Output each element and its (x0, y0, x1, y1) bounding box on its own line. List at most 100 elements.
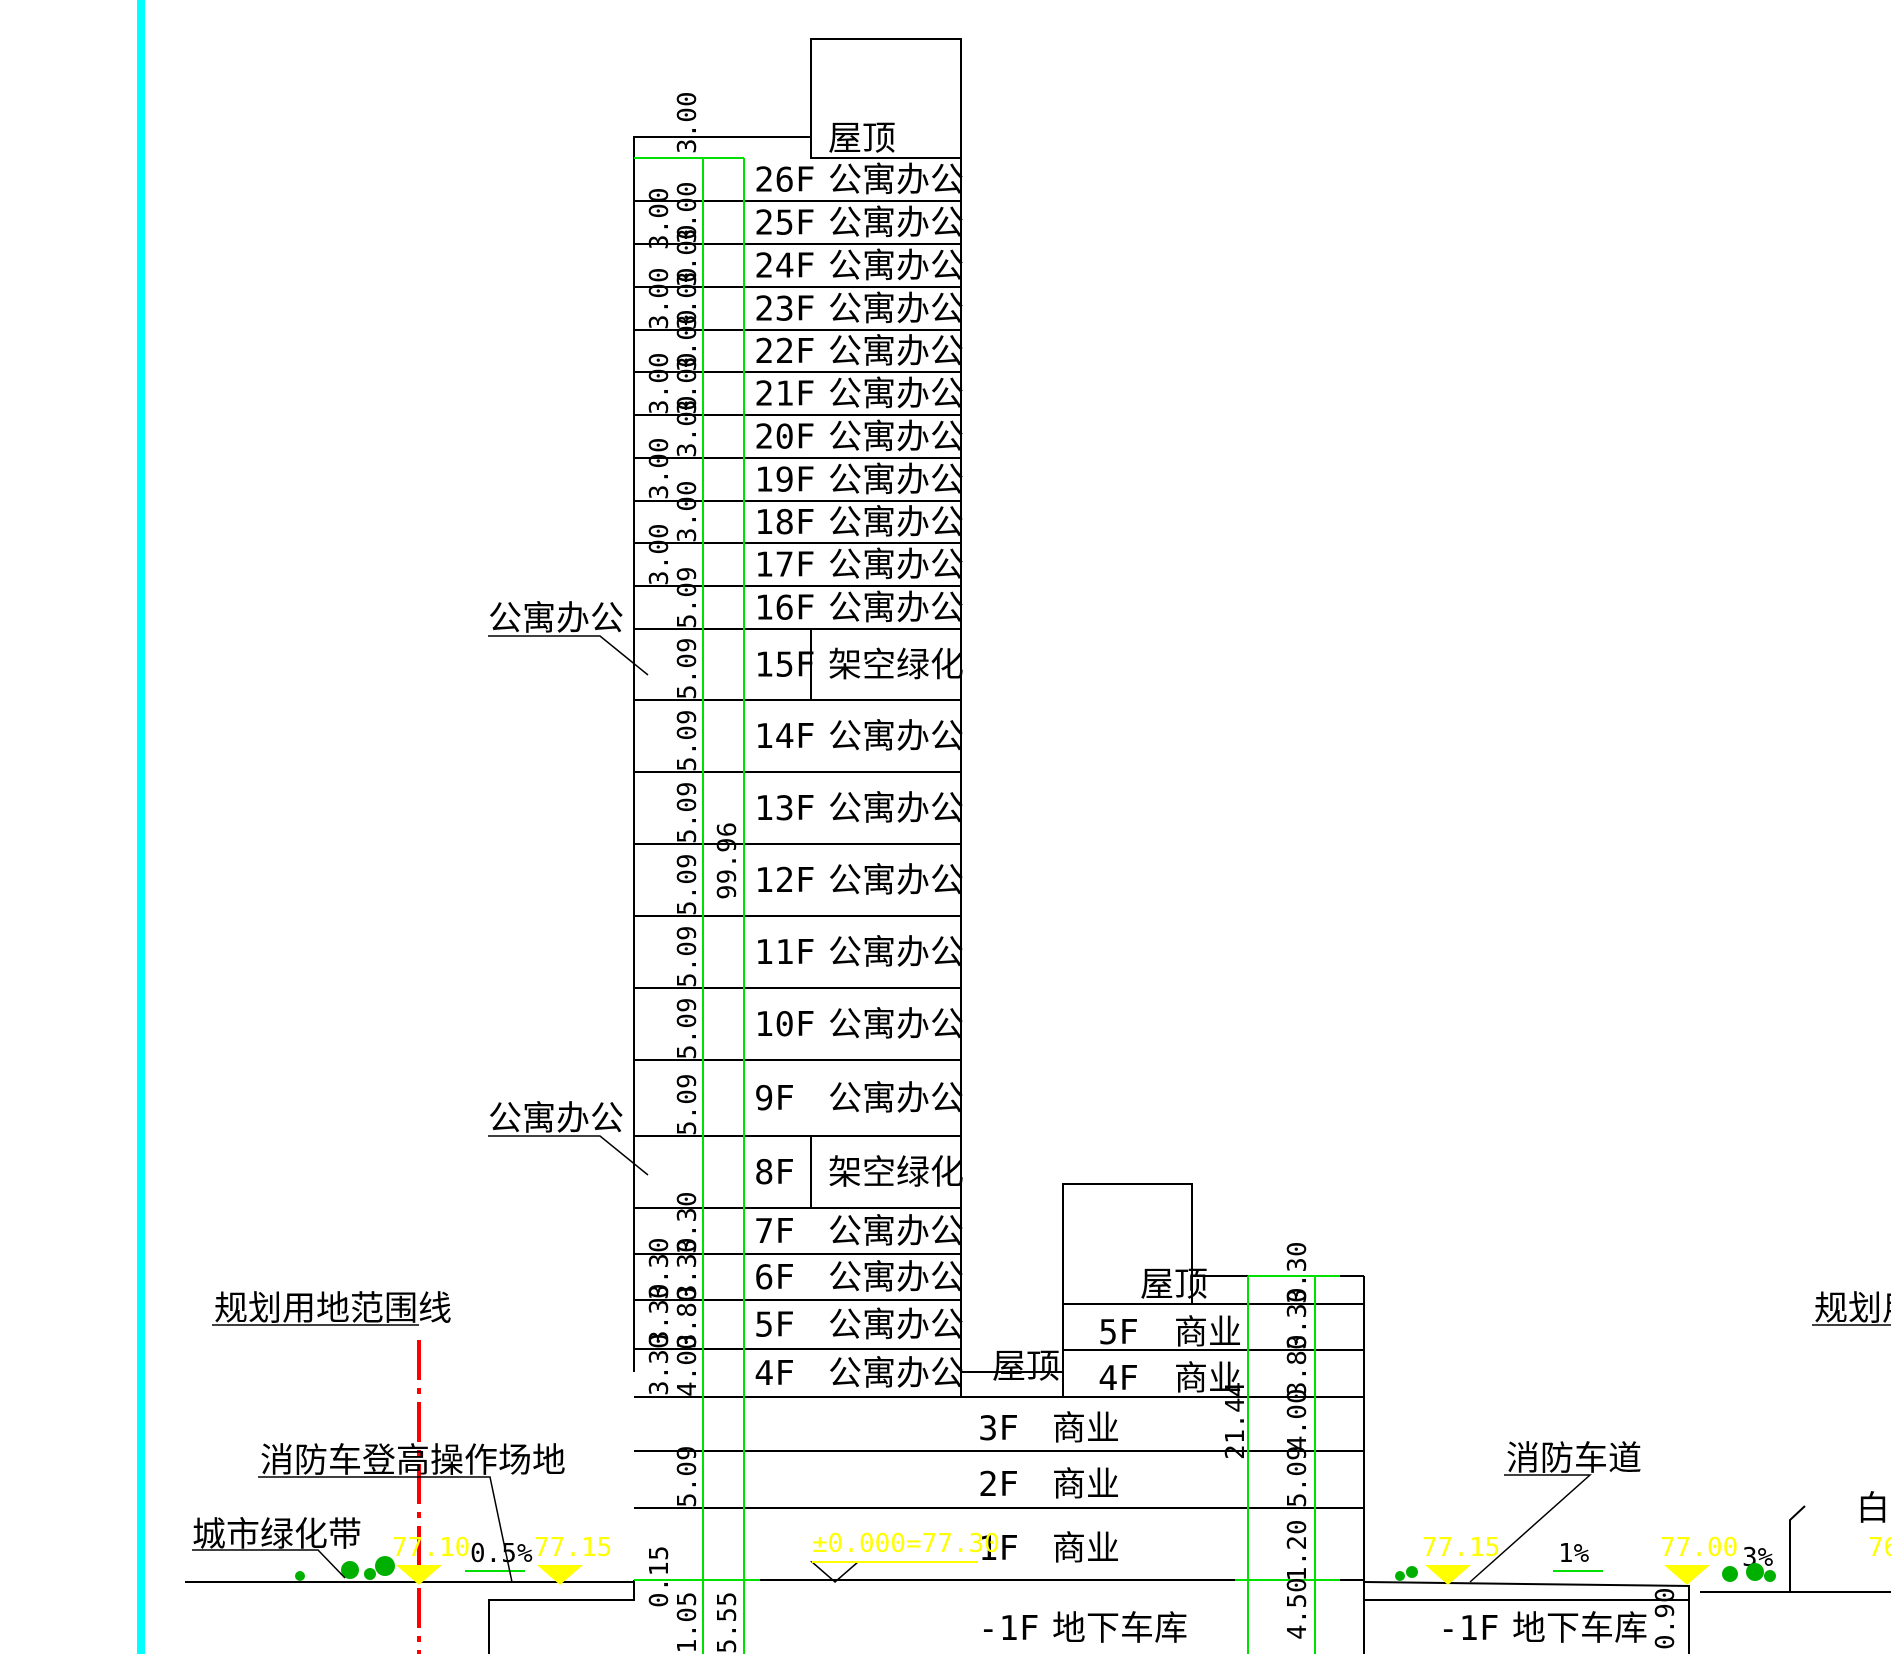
total-height-dim: 99.96 (713, 822, 743, 900)
inner-dim-5: 3.00 (673, 395, 703, 458)
inner-dim-4: 3.00 (673, 352, 703, 415)
inner-dim-9: 5.09 (673, 709, 703, 772)
left-dim-2: 3.00 (645, 352, 675, 415)
floor-4f-level: 4F (754, 1354, 795, 1394)
east-dim-6: 4.50 (1283, 1577, 1313, 1640)
annotation-upper-use: 公寓办公 (488, 599, 624, 639)
floor-25f-level: 25F (754, 204, 815, 244)
floor-3f-use: 商业 (1052, 1409, 1120, 1449)
floor-2f-level: 2F (978, 1465, 1019, 1505)
dim-base-3: 0.90 (1651, 1587, 1681, 1650)
floor-11f-level: 11F (754, 933, 815, 973)
dim-top-roof: 3.00 (673, 91, 703, 154)
east-5f-level: 5F (1098, 1313, 1139, 1353)
inner-dim-12: 5.09 (673, 925, 703, 988)
floor-16f-use: 公寓办公 (828, 589, 964, 629)
slope-right-1: 1% (1558, 1539, 1590, 1569)
floor-5f-use: 公寓办公 (828, 1306, 964, 1346)
floor-17f-level: 17F (754, 546, 815, 586)
inner-dim-6: 3.00 (673, 480, 703, 543)
left-dim-4: 3.00 (645, 523, 675, 586)
floor-20f-level: 20F (754, 418, 815, 458)
floor-10f-level: 10F (754, 1005, 815, 1045)
floor-6f-use: 公寓办公 (828, 1258, 964, 1298)
basement-east-use: 地下车库 (1512, 1609, 1648, 1649)
left-dim-1: 3.00 (645, 267, 675, 330)
east-dim-1: 3.30 (1283, 1287, 1313, 1350)
elev-right-2: 77.00 (1660, 1533, 1738, 1563)
floor-7f-level: 7F (754, 1212, 795, 1252)
floor-11f-use: 公寓办公 (828, 933, 964, 973)
floor-9f-use: 公寓办公 (828, 1079, 964, 1119)
dimension-lines (634, 157, 1340, 1654)
east-4f-level: 4F (1098, 1359, 1139, 1399)
annotation-site-boundary: 规划用地范围线 (214, 1289, 452, 1329)
inner-dim-7: 5.09 (673, 566, 703, 629)
inner-dim-19: 5.09 (673, 1445, 703, 1508)
leader-lines (192, 635, 1891, 1583)
east-dim-2: 3.80 (1283, 1334, 1313, 1397)
annotation-green-belt: 城市绿化带 (192, 1515, 362, 1555)
landscaping (295, 1556, 1776, 1582)
floor-26f-level: 26F (754, 161, 815, 201)
east-4f-use: 商业 (1174, 1359, 1242, 1399)
left-dim-3: 3.00 (645, 437, 675, 500)
floor-24f-use: 公寓办公 (828, 247, 964, 287)
slope-left: 0.5% (470, 1539, 533, 1569)
east-dim-0: 3.30 (1283, 1241, 1313, 1304)
dim-base-0: 0.15 (645, 1545, 675, 1608)
floor-9f-level: 9F (754, 1079, 795, 1119)
annotation-right-boundary: 规划用 (1814, 1289, 1891, 1329)
floor-22f-use: 公寓办公 (828, 332, 964, 372)
elevation-markers (396, 1561, 1710, 1585)
inner-dim-11: 5.09 (673, 853, 703, 916)
floor-13f-level: 13F (754, 789, 815, 829)
left-dim-6: 3.30 (645, 1283, 675, 1346)
basement-level: -1F (978, 1609, 1039, 1649)
floor-18f-use: 公寓办公 (828, 503, 964, 543)
inner-dim-18: 4.00 (673, 1334, 703, 1397)
east-dim-4: 5.09 (1283, 1445, 1313, 1508)
east-dim-3: 4.00 (1283, 1388, 1313, 1451)
east-floor-dims: 3.303.303.804.005.091.204.50 (1283, 1241, 1313, 1640)
tower-roof-label: 屋顶 (828, 119, 896, 159)
inner-dim-8: 5.09 (673, 637, 703, 700)
floor-6f-level: 6F (754, 1258, 795, 1298)
dim-base-2: 5.55 (713, 1591, 743, 1654)
left-dim-7: 3.30 (645, 1333, 675, 1396)
east-5f-use: 商业 (1174, 1313, 1242, 1353)
floor-21f-use: 公寓办公 (828, 375, 964, 415)
left-floor-dims: 3.003.003.003.003.003.303.303.30 (645, 187, 675, 1396)
elev-left-1: 77.10 (392, 1533, 470, 1563)
floor-18f-level: 18F (754, 503, 815, 543)
basement-use: 地下车库 (1052, 1609, 1188, 1649)
floor-10f-use: 公寓办公 (828, 1005, 964, 1045)
annotation-lower-use: 公寓办公 (488, 1099, 624, 1139)
floor-1f-level: 1F (978, 1529, 1019, 1569)
floor-24f-level: 24F (754, 247, 815, 287)
floor-7f-use: 公寓办公 (828, 1212, 964, 1252)
east-dim-5: 1.20 (1283, 1519, 1313, 1582)
east-roof-label: 屋顶 (1140, 1265, 1208, 1305)
floor-23f-level: 23F (754, 290, 815, 330)
dim-base-1: 1.05 (673, 1591, 703, 1654)
elev-datum: ±0.000=77.30 (812, 1529, 1000, 1559)
elev-right-1: 77.15 (1422, 1533, 1500, 1563)
inner-dim-10: 5.09 (673, 781, 703, 844)
elev-left-2: 77.15 (534, 1533, 612, 1563)
floor-14f-level: 14F (754, 717, 815, 757)
floor-23f-use: 公寓办公 (828, 290, 964, 330)
floor-5f-level: 5F (754, 1306, 795, 1346)
floor-4f-use: 公寓办公 (828, 1354, 964, 1394)
floor-19f-use: 公寓办公 (828, 461, 964, 501)
inner-floor-dims: 3.003.003.003.003.003.003.005.095.095.09… (673, 181, 703, 1508)
inner-dim-16: 3.30 (673, 1237, 703, 1300)
floor-19f-level: 19F (754, 461, 815, 501)
inner-dim-2: 3.00 (673, 267, 703, 330)
floor-2f-use: 商业 (1052, 1465, 1120, 1505)
basement-east-level: -1F (1438, 1609, 1499, 1649)
left-dim-5: 3.30 (645, 1237, 675, 1300)
inner-dim-1: 3.00 (673, 224, 703, 287)
inner-dim-13: 5.09 (673, 997, 703, 1060)
